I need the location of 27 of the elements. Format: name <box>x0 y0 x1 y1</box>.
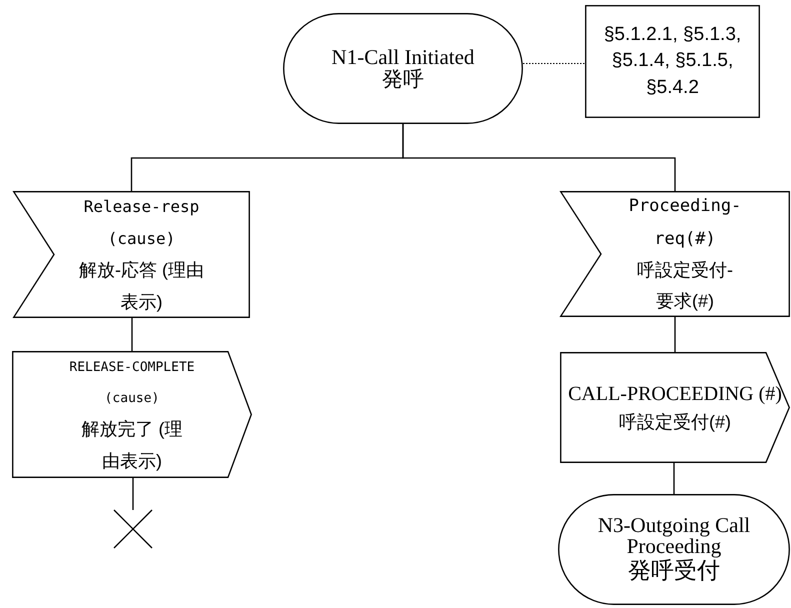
state-label: 発呼受付 <box>628 557 720 584</box>
input-signal-symbol <box>13 191 250 318</box>
signal-label: Proceeding-req(#) <box>628 195 742 250</box>
signal-label: Release-resp (cause) <box>82 196 200 250</box>
connector-line <box>132 478 134 510</box>
signal-label: RELEASE-COMPLETE (cause) <box>68 358 196 408</box>
signal-label: 解放完了 (理由表示) <box>80 418 184 473</box>
state-label: 発呼 <box>382 68 424 91</box>
output-signal-symbol <box>560 352 790 463</box>
connector-line <box>402 124 676 191</box>
dotted-connector <box>522 63 586 64</box>
reference-box <box>585 5 760 118</box>
state-label: N3-Outgoing Call Proceeding <box>596 515 752 558</box>
input-signal-symbol <box>560 191 790 317</box>
signal-label: 呼設定受付(#) <box>619 411 731 434</box>
signal-label: 解放-応答 (理由表示) <box>78 259 205 314</box>
signal-label: 呼設定受付-要求(#) <box>636 258 734 314</box>
state-symbol <box>283 13 523 124</box>
state-label: N1-Call Initiated <box>332 46 474 68</box>
connector-line <box>674 317 676 352</box>
output-signal-symbol <box>12 351 252 478</box>
reference-text: §5.1.2.1, §5.1.3, §5.1.4, §5.1.5, §5.4.2 <box>602 22 742 100</box>
connector-line <box>131 318 133 351</box>
state-symbol <box>558 494 790 605</box>
connector-line <box>673 463 675 494</box>
stop-symbol <box>114 510 152 548</box>
signal-label: CALL-PROCEEDING (#) <box>568 382 782 407</box>
